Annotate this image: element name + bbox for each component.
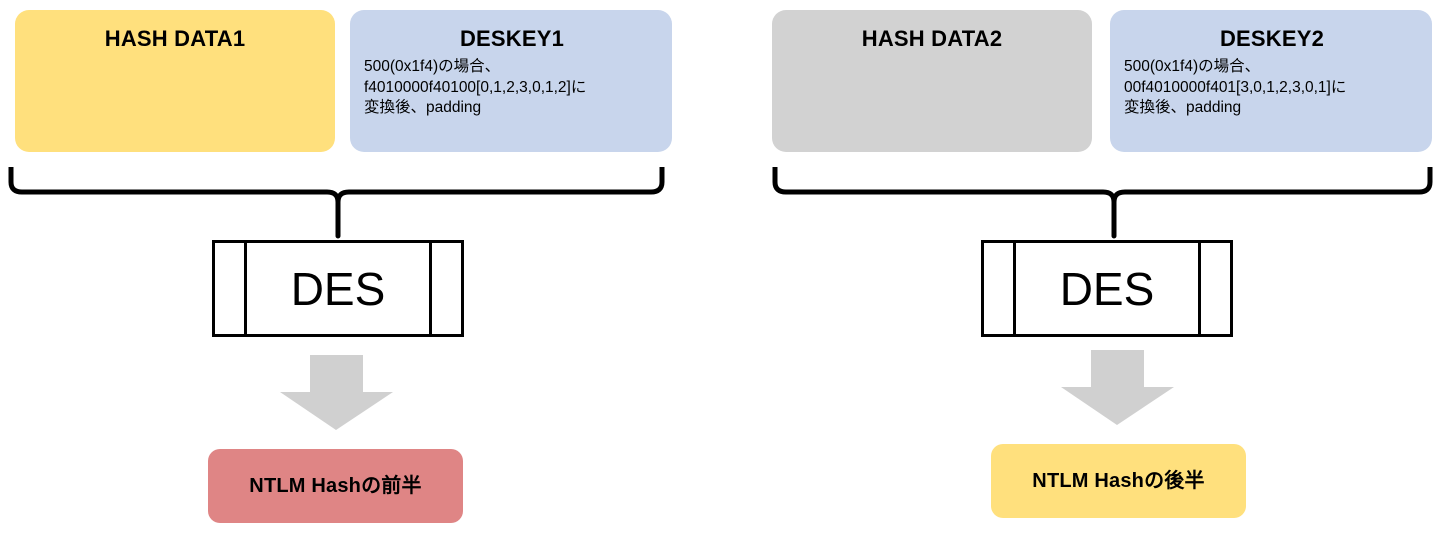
deskey1-detail: 500(0x1f4)の場合、 f4010000f40100[0,1,2,3,0,… [364,58,587,117]
des-left-divider [244,243,247,334]
des-label-left: DES [290,262,386,315]
des-process-box-right: DES [981,240,1233,337]
curly-brace-right [772,167,1433,239]
deskey1-label: DESKEY1 [459,26,565,51]
down-arrow-right [1061,350,1174,425]
des-right-divider [1198,243,1201,334]
deskey2-detail: 500(0x1f4)の場合、 00f4010000f401[3,0,1,2,3,… [1124,58,1347,117]
des-right-divider [429,243,432,334]
hash-data2-box: HASH DATA2 [772,10,1092,152]
des-process-box-left: DES [212,240,464,337]
des-label-right: DES [1059,262,1155,315]
hash-data2-label: HASH DATA2 [861,26,1003,51]
des-left-divider [1013,243,1016,334]
deskey2-box: DESKEY2 500(0x1f4)の場合、 00f4010000f401[3,… [1110,10,1432,152]
hash-data1-box: HASH DATA1 [15,10,335,152]
down-arrow-left [280,355,393,430]
ntlm-hash-first-half-box: NTLM Hashの前半 [208,449,463,523]
curly-brace-left [8,167,665,239]
deskey1-box: DESKEY1 500(0x1f4)の場合、 f4010000f40100[0,… [350,10,672,152]
deskey2-label: DESKEY2 [1219,26,1325,51]
ntlm-hash-first-half-label: NTLM Hashの前半 [249,474,422,497]
ntlm-hash-second-half-box: NTLM Hashの後半 [991,444,1246,518]
ntlm-hash-second-half-label: NTLM Hashの後半 [1032,469,1205,492]
hash-data1-label: HASH DATA1 [104,26,246,51]
